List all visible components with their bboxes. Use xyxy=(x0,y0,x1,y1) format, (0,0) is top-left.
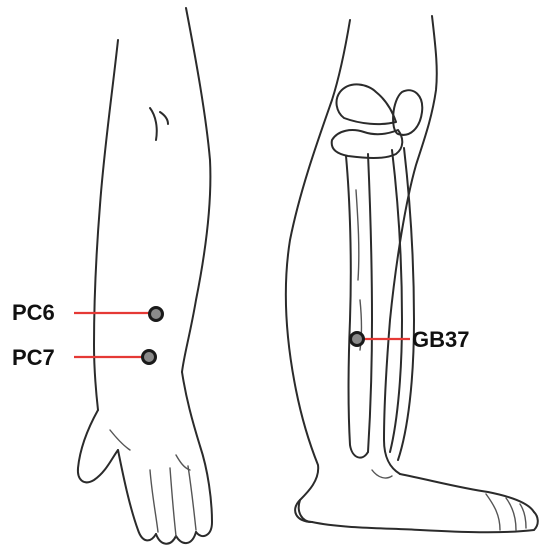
pc7-point-marker xyxy=(143,351,156,364)
gb37-label: GB37 xyxy=(412,329,469,351)
arm-illustration xyxy=(78,8,212,544)
acupoint-markers xyxy=(74,308,410,364)
pc7-label: PC7 xyxy=(12,347,55,369)
pc6-label: PC6 xyxy=(12,302,55,324)
pc6-point-marker xyxy=(150,308,163,321)
gb37-point-marker xyxy=(351,333,364,346)
leg-illustration xyxy=(286,16,538,532)
